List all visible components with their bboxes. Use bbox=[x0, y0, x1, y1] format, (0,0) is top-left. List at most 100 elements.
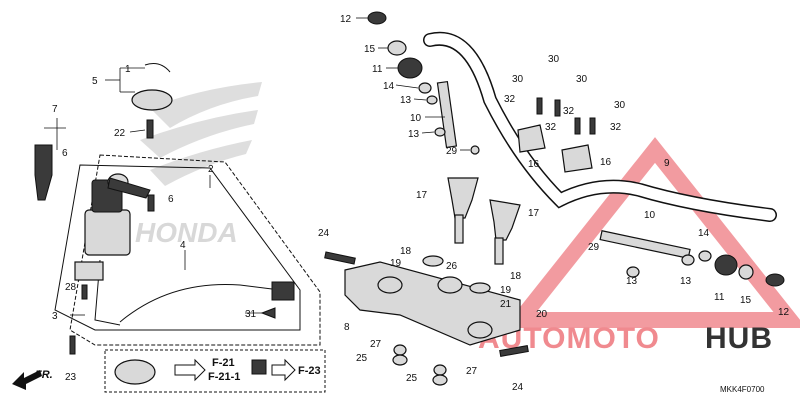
callout: 8 bbox=[344, 322, 350, 333]
lower-holder-17b bbox=[489, 199, 521, 241]
washer-15b bbox=[738, 264, 754, 280]
bar-end-weight-left bbox=[436, 80, 458, 149]
nut-13a bbox=[426, 95, 438, 105]
callout: 31 bbox=[245, 309, 257, 320]
holder-upper-left bbox=[517, 124, 546, 153]
callout: 4 bbox=[180, 240, 186, 251]
callout: 32 bbox=[545, 122, 557, 133]
washer-19a bbox=[422, 255, 444, 267]
bar-end-weight-right bbox=[599, 230, 691, 259]
clip-31 bbox=[260, 307, 276, 319]
callout: 9 bbox=[664, 158, 670, 169]
cap-part bbox=[114, 359, 156, 385]
handlebar-group bbox=[367, 11, 785, 287]
part-14b bbox=[698, 250, 712, 262]
callout: 12 bbox=[778, 307, 790, 318]
nut-13c bbox=[626, 266, 640, 278]
ref-f21-1: F-21-1 bbox=[208, 371, 240, 383]
callout: 21 bbox=[500, 299, 512, 310]
lower-holder-17a bbox=[447, 177, 479, 219]
top-bridge-body bbox=[344, 261, 521, 346]
holder-stem-a bbox=[454, 214, 464, 244]
ref-f23: F-23 bbox=[298, 365, 321, 377]
arrow-ref-1 bbox=[174, 358, 206, 382]
wing-logo-watermark: HONDA bbox=[135, 82, 262, 248]
front-direction-arrow: FR. bbox=[12, 369, 53, 390]
bolt-32b bbox=[554, 99, 561, 117]
callout: 19 bbox=[500, 285, 512, 296]
ref-f21: F-21 bbox=[212, 357, 235, 369]
top-bridge bbox=[324, 251, 529, 386]
nut-27a bbox=[393, 344, 407, 356]
holder-stem-b bbox=[494, 237, 504, 265]
ring-29 bbox=[470, 145, 480, 155]
nut-27b bbox=[433, 364, 447, 376]
connector-small bbox=[251, 359, 267, 375]
washer-25a bbox=[392, 354, 408, 366]
callout: 11 bbox=[372, 64, 383, 75]
screw-6 bbox=[147, 194, 155, 212]
ignition-switch-group bbox=[34, 63, 326, 393]
diagram-code: MKK4F0700 bbox=[720, 385, 765, 394]
callout: 13 bbox=[680, 276, 692, 287]
washer-15 bbox=[387, 40, 407, 56]
callout: 30 bbox=[576, 74, 588, 85]
bar-end-11b bbox=[714, 254, 738, 276]
callout: 15 bbox=[740, 295, 752, 306]
bar-end-screw-right bbox=[765, 273, 785, 287]
ref-box bbox=[104, 349, 326, 393]
callout: 7 bbox=[52, 104, 58, 115]
callout: 30 bbox=[548, 54, 560, 65]
leader-lines bbox=[44, 17, 470, 316]
callout: 11 bbox=[714, 292, 725, 303]
ignition-switch-body bbox=[84, 209, 131, 256]
callout: 19 bbox=[390, 258, 402, 269]
callout: 17 bbox=[528, 208, 540, 219]
washer-25b bbox=[432, 374, 448, 386]
callout: 14 bbox=[383, 81, 395, 92]
bolt-32c bbox=[574, 117, 581, 135]
callout: 10 bbox=[410, 113, 422, 124]
callout: 32 bbox=[610, 122, 622, 133]
bolt-32a bbox=[536, 97, 543, 115]
callout: 16 bbox=[600, 157, 612, 168]
callout: 15 bbox=[364, 44, 376, 55]
arrow-ref-2 bbox=[271, 358, 296, 382]
callout: 29 bbox=[446, 146, 458, 157]
callout: 3 bbox=[52, 311, 58, 322]
screw-22 bbox=[146, 119, 154, 139]
callout: 17 bbox=[416, 190, 428, 201]
callout: 26 bbox=[446, 261, 458, 272]
bolt-32d bbox=[589, 117, 596, 135]
callout: 12 bbox=[340, 14, 352, 25]
callout: 20 bbox=[536, 309, 548, 320]
svg-text:HONDA: HONDA bbox=[135, 217, 238, 248]
bolt-24b bbox=[499, 345, 529, 357]
switch-cover-ring bbox=[131, 89, 173, 111]
ignition-key bbox=[34, 144, 53, 201]
callout: 25 bbox=[406, 373, 418, 384]
automotohub-watermark: AUTOMOTO HUB bbox=[478, 137, 800, 355]
callout: 32 bbox=[504, 94, 516, 105]
callout: 18 bbox=[510, 271, 522, 282]
connector-right bbox=[271, 281, 295, 301]
callout: 13 bbox=[626, 276, 638, 287]
washer-26 bbox=[437, 276, 463, 294]
callout: 13 bbox=[400, 95, 412, 106]
connector bbox=[74, 261, 104, 281]
callout: 18 bbox=[400, 246, 412, 257]
washer-19b bbox=[469, 282, 491, 294]
holders-group bbox=[447, 97, 596, 265]
callout: 24 bbox=[512, 382, 524, 393]
callout: 10 bbox=[644, 210, 656, 221]
callout: 27 bbox=[370, 339, 382, 350]
watermark-text-right: HUB bbox=[705, 322, 773, 355]
callout: 30 bbox=[512, 74, 524, 85]
key-in-switch bbox=[107, 177, 151, 199]
callout: 14 bbox=[698, 228, 710, 239]
callout: 24 bbox=[318, 228, 330, 239]
nut-13b bbox=[434, 127, 446, 137]
bar-end-screw-left bbox=[367, 11, 387, 25]
